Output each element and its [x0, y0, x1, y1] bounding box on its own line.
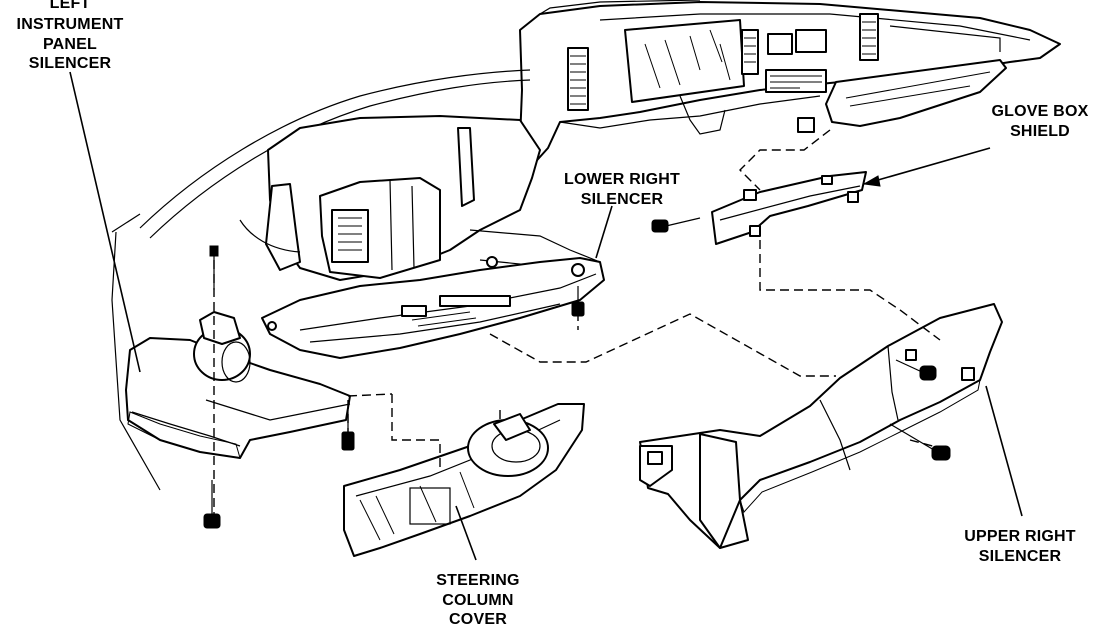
label-line: LEFT — [50, 0, 91, 12]
assembly-dashed-lines — [213, 129, 941, 514]
label-left-instrument-panel-silencer: LEFT INSTRUMENT PANEL SILENCER — [17, 0, 124, 72]
windshield-frame — [111, 69, 531, 491]
label-line: COLUMN — [442, 592, 513, 609]
label-line: SILENCER — [581, 191, 664, 208]
under-dash-structure — [239, 115, 601, 281]
lower-right-silencer — [261, 256, 605, 359]
label-glove-box-shield: GLOVE BOX SHIELD — [992, 103, 1089, 140]
label-line: SILENCER — [979, 548, 1062, 565]
label-line: UPPER RIGHT — [964, 528, 1076, 545]
label-line: SILENCER — [29, 55, 112, 72]
upper-right-silencer — [639, 303, 1003, 549]
label-lower-right-silencer: LOWER RIGHT SILENCER — [564, 171, 680, 208]
label-upper-right-silencer: UPPER RIGHT SILENCER — [964, 528, 1076, 565]
left-instrument-panel-silencer — [125, 311, 351, 459]
glove-box-shield — [651, 171, 867, 245]
leader-lines — [69, 71, 1023, 561]
label-line: SHIELD — [1010, 123, 1070, 140]
label-line: LOWER RIGHT — [564, 171, 680, 188]
label-line: GLOVE BOX — [992, 103, 1089, 120]
label-line: COVER — [449, 611, 507, 628]
steering-column-cover — [343, 403, 585, 557]
label-line: PANEL — [43, 36, 97, 53]
label-line: STEERING — [436, 572, 519, 589]
label-line: INSTRUMENT — [17, 16, 124, 33]
label-steering-column-cover: STEERING COLUMN COVER — [436, 572, 519, 628]
instrument-panel — [519, 0, 1061, 169]
